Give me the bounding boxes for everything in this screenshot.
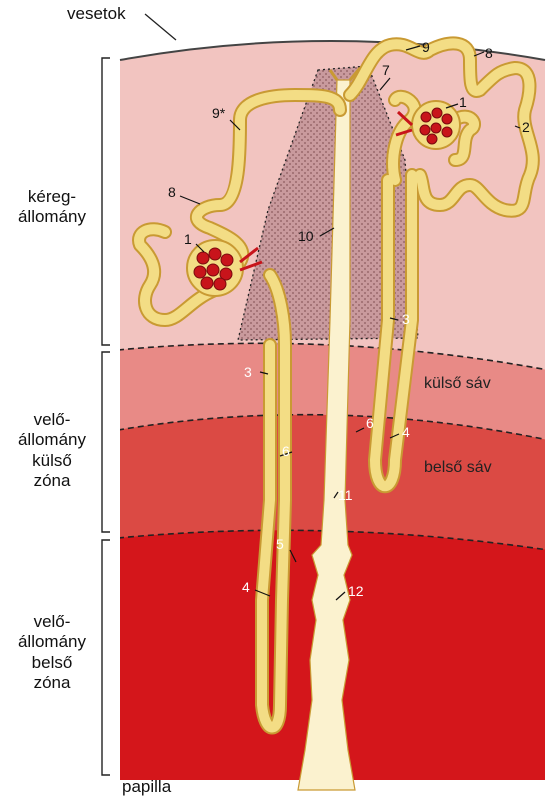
num-5: 5	[276, 536, 284, 552]
inner-stripe-label: belső sáv	[424, 459, 492, 476]
cortex-label-line1: kéreg-	[27, 187, 77, 206]
bottom-label: papilla	[122, 777, 172, 796]
outer-medulla-line4: zóna	[33, 471, 71, 491]
num-10: 10	[298, 228, 314, 244]
leader-lines	[179, 45, 521, 601]
right-nephron-fill	[345, 38, 538, 492]
num-6-left: 6	[282, 443, 290, 459]
num-9-top: 9	[422, 39, 430, 55]
outer-medulla-bracket	[101, 351, 110, 533]
kidney-capsule	[119, 40, 546, 61]
inner-medulla-label: velő- állomány belső zóna	[8, 612, 96, 694]
cortex-label-line2: állomány	[17, 207, 87, 227]
zone-brackets	[101, 57, 110, 776]
num-2: 2	[522, 119, 530, 135]
outer-stripe-label: külső sáv	[424, 375, 491, 392]
right-glomerulus	[395, 100, 461, 150]
num-4-right: 4	[402, 424, 410, 440]
inner-medulla-line3: belső	[31, 652, 73, 672]
left-glomerulus	[186, 239, 263, 297]
capsule-pointer	[144, 13, 177, 41]
num-12: 12	[348, 583, 364, 599]
tubules	[132, 36, 540, 735]
outer-medulla-line2: állomány	[17, 430, 87, 450]
inner-medulla-line2: állomány	[17, 632, 87, 652]
num-9star: 9*	[212, 105, 226, 121]
num-8-left: 8	[168, 184, 176, 200]
inner-medulla-line4: zóna	[33, 673, 71, 693]
num-4-left: 4	[242, 579, 250, 595]
cortex-label: kéreg- állomány	[8, 187, 96, 228]
inner-medulla-bracket	[101, 539, 110, 776]
inner-medulla-line1: velő-	[33, 612, 71, 631]
num-3-right: 3	[402, 311, 410, 327]
num-1-right: 1	[459, 94, 467, 110]
outer-medulla-line3: külső	[32, 450, 72, 470]
cortex-bracket	[101, 57, 110, 346]
num-8-right: 8	[485, 45, 493, 61]
num-1-left: 1	[184, 231, 192, 247]
left-nephron-fill	[134, 90, 345, 733]
outer-medulla-label: velő- állomány külső zóna	[8, 410, 96, 492]
num-6-right: 6	[366, 415, 374, 431]
number-labels: 9 8 7 1 2 9* 8 1 10 3 3 6 6 4 11 5 4 12	[168, 39, 530, 599]
num-11: 11	[338, 487, 353, 503]
top-label: vesetok	[67, 4, 126, 23]
outer-medulla-line1: velő-	[33, 410, 71, 429]
num-7: 7	[382, 62, 390, 78]
num-3-left: 3	[244, 364, 252, 380]
